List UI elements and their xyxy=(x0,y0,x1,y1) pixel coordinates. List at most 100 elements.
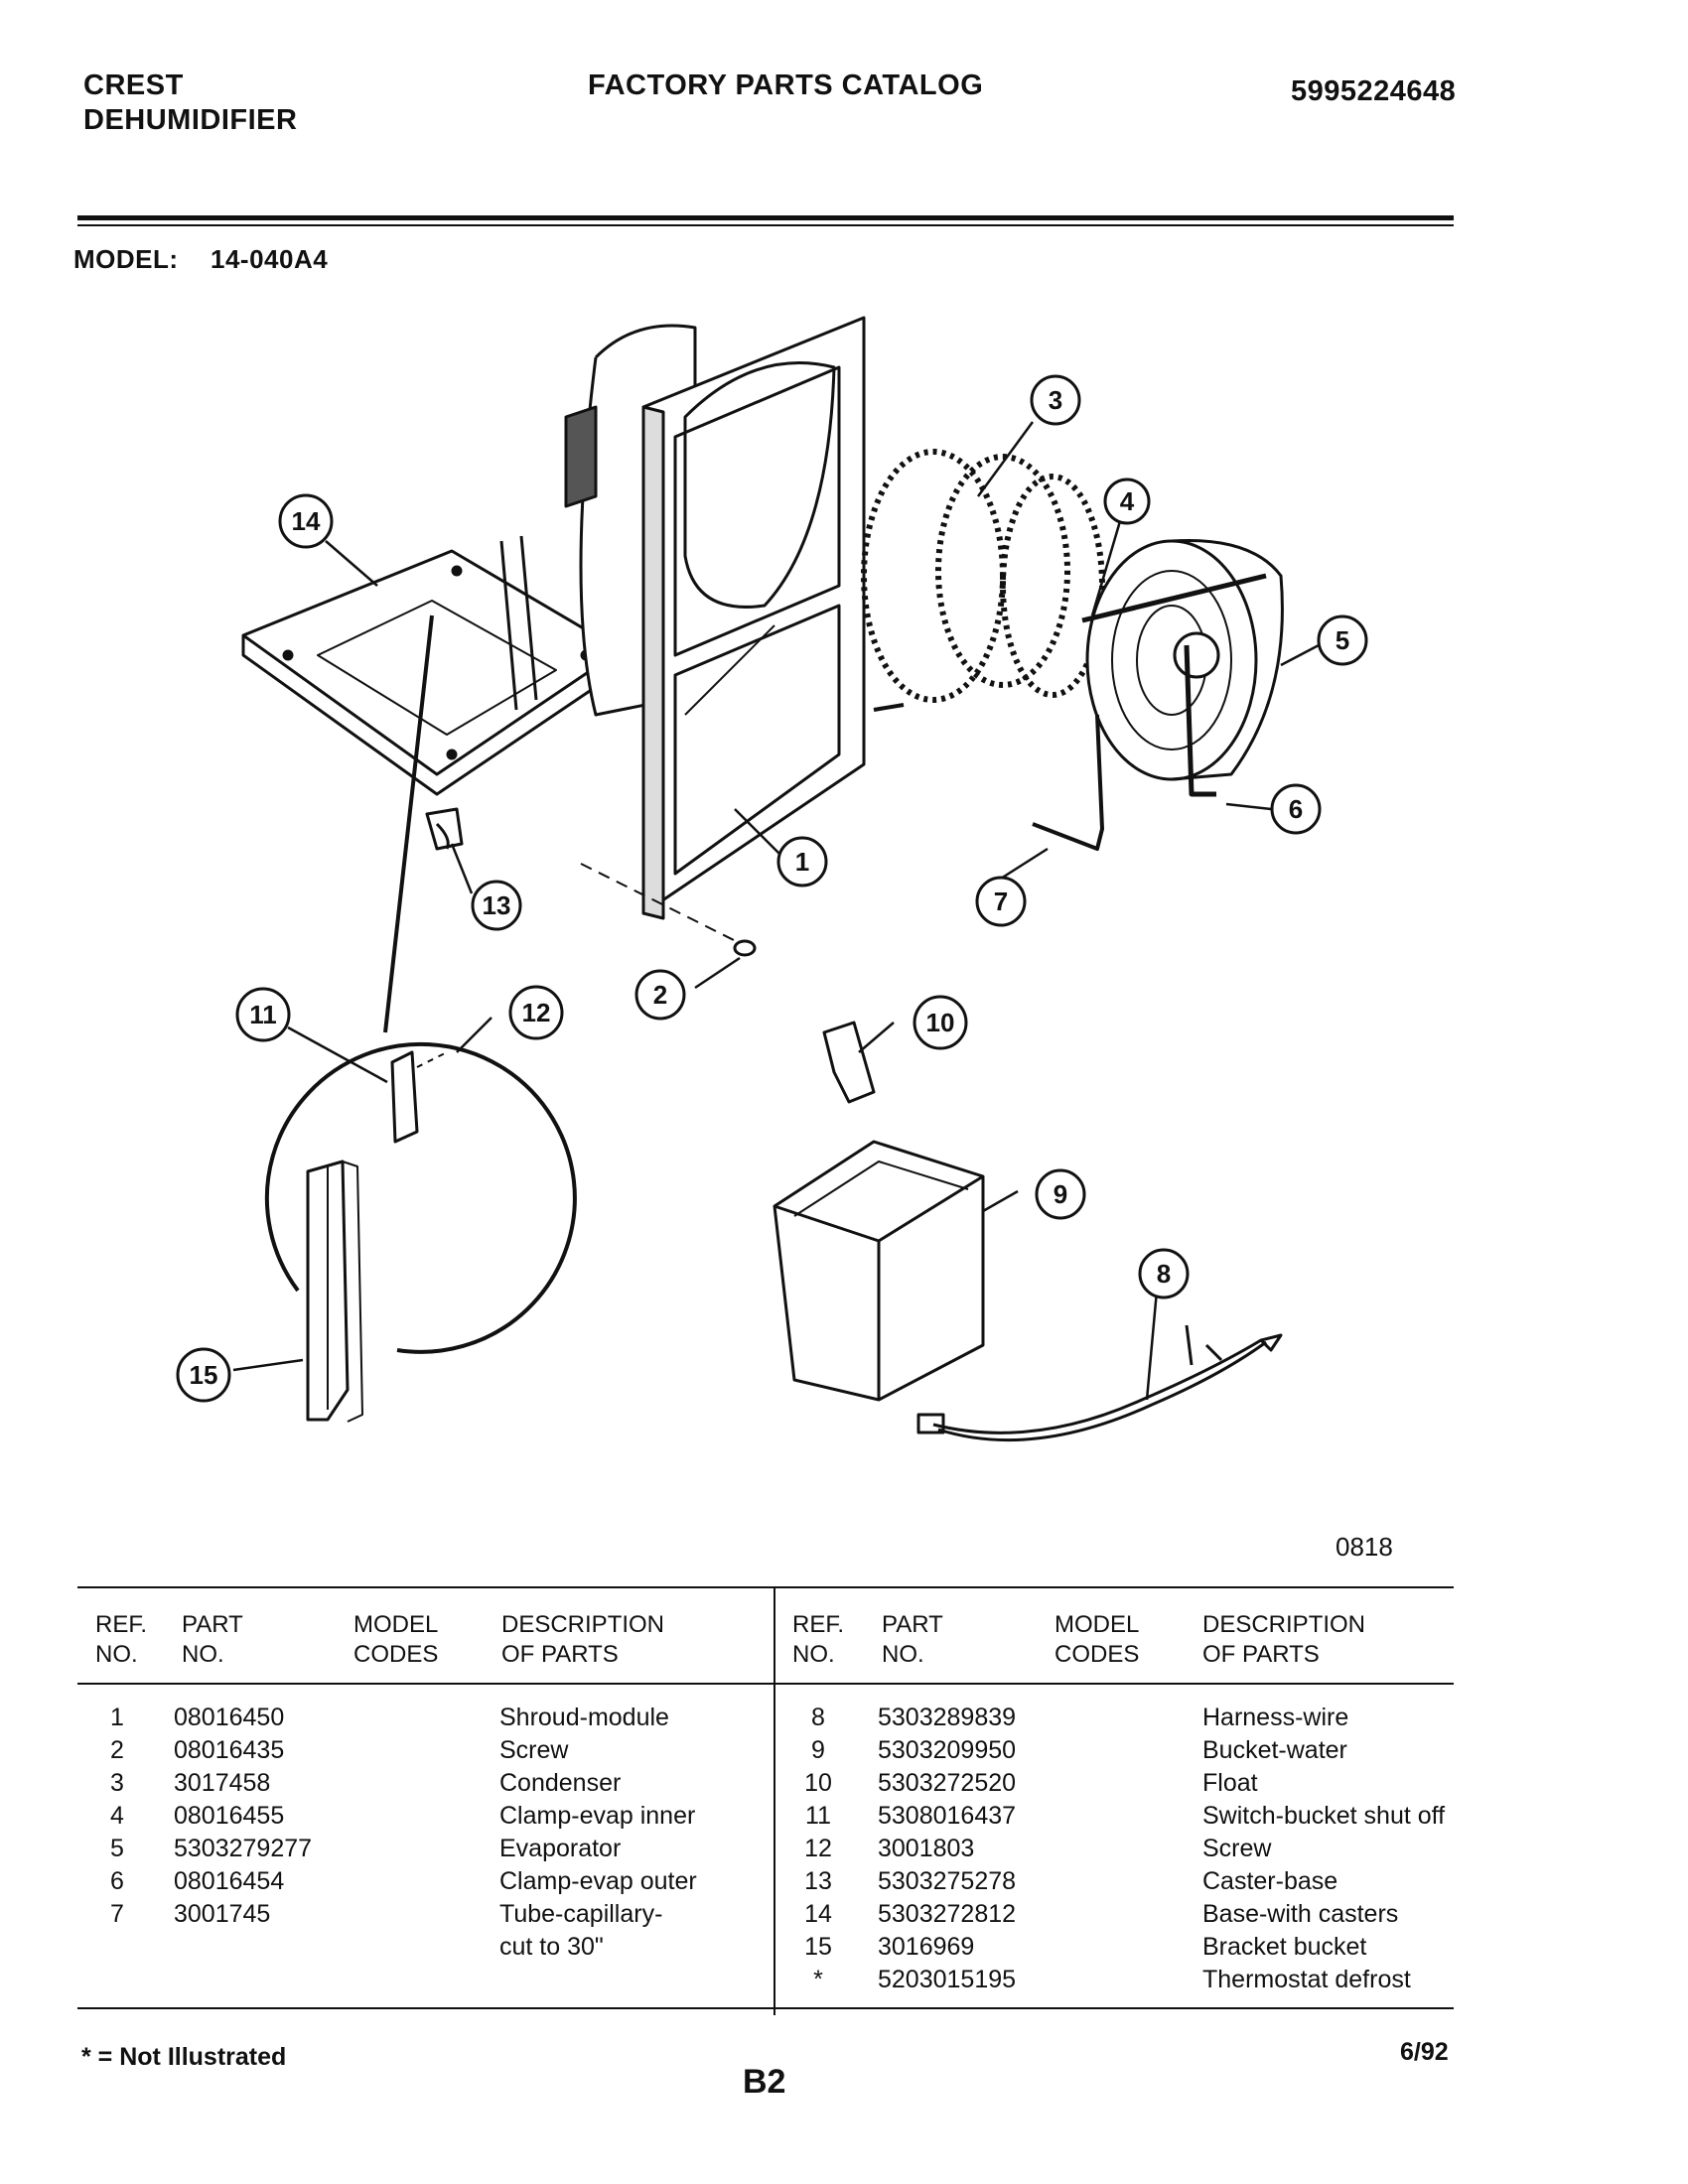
table-row-desc: Screw xyxy=(1202,1835,1272,1862)
callout-2-label: 2 xyxy=(653,980,667,1010)
table-row-ref: 11 xyxy=(805,1802,831,1830)
table-row-part: 3001803 xyxy=(878,1835,975,1862)
table-row-desc: Bracket bucket xyxy=(1202,1933,1367,1961)
table-row-desc: Float xyxy=(1202,1769,1258,1797)
table-row-ref: 15 xyxy=(804,1933,832,1961)
table-row-ref: 14 xyxy=(804,1900,832,1928)
callout-11 xyxy=(235,987,291,1042)
callout-12-label: 12 xyxy=(522,998,551,1027)
callout-11-label: 11 xyxy=(249,1000,277,1029)
callout-1-label: 1 xyxy=(795,847,809,877)
not-illustrated-note: * = Not Illustrated xyxy=(81,2043,287,2071)
callout-4-label: 4 xyxy=(1120,486,1135,516)
table-row-ref: 3 xyxy=(110,1769,124,1797)
bucket-drawing xyxy=(773,1140,985,1402)
callout-1 xyxy=(776,836,828,887)
callout-4 xyxy=(1103,478,1151,525)
drawing-number: 0818 xyxy=(1336,1532,1393,1562)
header-rule xyxy=(77,215,1454,220)
callout-5-label: 5 xyxy=(1336,625,1349,655)
callout-bubbles xyxy=(176,374,1368,1403)
table-row-ref: 10 xyxy=(804,1769,832,1797)
model-value: 14-040A4 xyxy=(211,244,329,274)
table-row-ref: * xyxy=(813,1966,823,1993)
shroud-module-drawing xyxy=(564,316,866,920)
table-row-ref: 13 xyxy=(804,1867,832,1895)
callout-8 xyxy=(1138,1248,1190,1299)
catalog-number: 5995224648 xyxy=(1291,75,1457,107)
callout-6 xyxy=(1270,783,1322,835)
callout-10-label: 10 xyxy=(926,1008,955,1037)
callout-15 xyxy=(176,1347,231,1403)
table-row-desc: Tube-capillary- xyxy=(499,1900,663,1928)
caster-drawing xyxy=(425,807,464,851)
callout-13-label: 13 xyxy=(483,890,511,920)
table-row-ref: 8 xyxy=(811,1704,825,1731)
table-row-desc: Bucket-water xyxy=(1202,1736,1347,1764)
callout-10 xyxy=(913,995,968,1050)
callout-12 xyxy=(508,985,564,1040)
base-with-casters-drawing xyxy=(241,535,623,796)
product-name: DEHUMIDIFIER xyxy=(83,104,298,136)
table-row-part: 08016435 xyxy=(174,1736,285,1764)
table-row-desc: Base-with casters xyxy=(1202,1900,1399,1928)
header-ref-no: REF.NO. xyxy=(95,1611,148,1668)
callout-7-label: 7 xyxy=(994,887,1008,916)
table-row-ref: 7 xyxy=(110,1900,124,1928)
table-row-part: 5203015195 xyxy=(878,1966,1017,1993)
table-row-desc: Condenser xyxy=(499,1769,622,1797)
table-row-desc: Clamp-evap inner xyxy=(499,1802,696,1830)
table-row-desc: Switch-bucket shut off xyxy=(1202,1802,1446,1830)
catalog-title: FACTORY PARTS CATALOG xyxy=(588,69,984,101)
table-row-desc: Shroud-module xyxy=(499,1704,669,1731)
table-row-part: 3017458 xyxy=(174,1769,271,1797)
table-row-ref: 5 xyxy=(110,1835,124,1862)
callout-9 xyxy=(1035,1168,1086,1220)
table-row-ref: 1 xyxy=(110,1704,124,1731)
table-row-part: 08016455 xyxy=(174,1802,285,1830)
callout-9-label: 9 xyxy=(1054,1179,1067,1209)
table-row-part: 3001745 xyxy=(174,1900,271,1928)
table-row-desc: Clamp-evap outer xyxy=(499,1867,697,1895)
screw-drawing xyxy=(733,939,757,957)
table-row-ref: 12 xyxy=(804,1835,832,1862)
callout-6-label: 6 xyxy=(1289,794,1303,824)
callout-2 xyxy=(634,969,686,1021)
table-row-ref: 6 xyxy=(110,1867,124,1895)
table-row-part: 5308016437 xyxy=(878,1802,1017,1830)
callout-3-label: 3 xyxy=(1049,385,1062,415)
callout-5 xyxy=(1317,614,1368,666)
exploded-parts-diagram: 3 4 5 6 7 1 2 13 14 11 12 10 9 8 15 xyxy=(176,316,1368,1442)
table-row-part: 08016450 xyxy=(174,1704,285,1731)
header-ref-no-right: REF.NO. xyxy=(792,1611,845,1668)
table-row-part: 3016969 xyxy=(878,1933,975,1961)
callout-7 xyxy=(975,876,1027,927)
table-row-ref: 2 xyxy=(110,1736,124,1764)
table-row-part: 5303289839 xyxy=(878,1704,1017,1731)
table-row-desc: Harness-wire xyxy=(1202,1704,1349,1731)
float-drawing xyxy=(822,1021,876,1104)
table-row-part: 5303272520 xyxy=(878,1769,1017,1797)
callout-13 xyxy=(471,880,522,931)
table-row-ref: 9 xyxy=(811,1736,825,1764)
table-row-part: 5303275278 xyxy=(878,1867,1017,1895)
capillary-tube-drawing xyxy=(1032,714,1104,851)
table-row-ref: 4 xyxy=(110,1802,124,1830)
wire-harness-drawing xyxy=(916,1324,1283,1442)
callout-14-label: 14 xyxy=(292,506,321,536)
table-header-rule xyxy=(77,1683,1454,1685)
table-top-rule xyxy=(77,1586,1454,1588)
table-row-desc: Screw xyxy=(499,1736,569,1764)
revision-date: 6/92 xyxy=(1400,2038,1449,2066)
model-label: MODEL: xyxy=(73,244,179,274)
table-row-part: 5303272812 xyxy=(878,1900,1017,1928)
table-row-desc: Thermostat defrost xyxy=(1202,1966,1411,1993)
callout-8-label: 8 xyxy=(1157,1259,1171,1289)
evaporator-drawing xyxy=(1081,538,1284,797)
